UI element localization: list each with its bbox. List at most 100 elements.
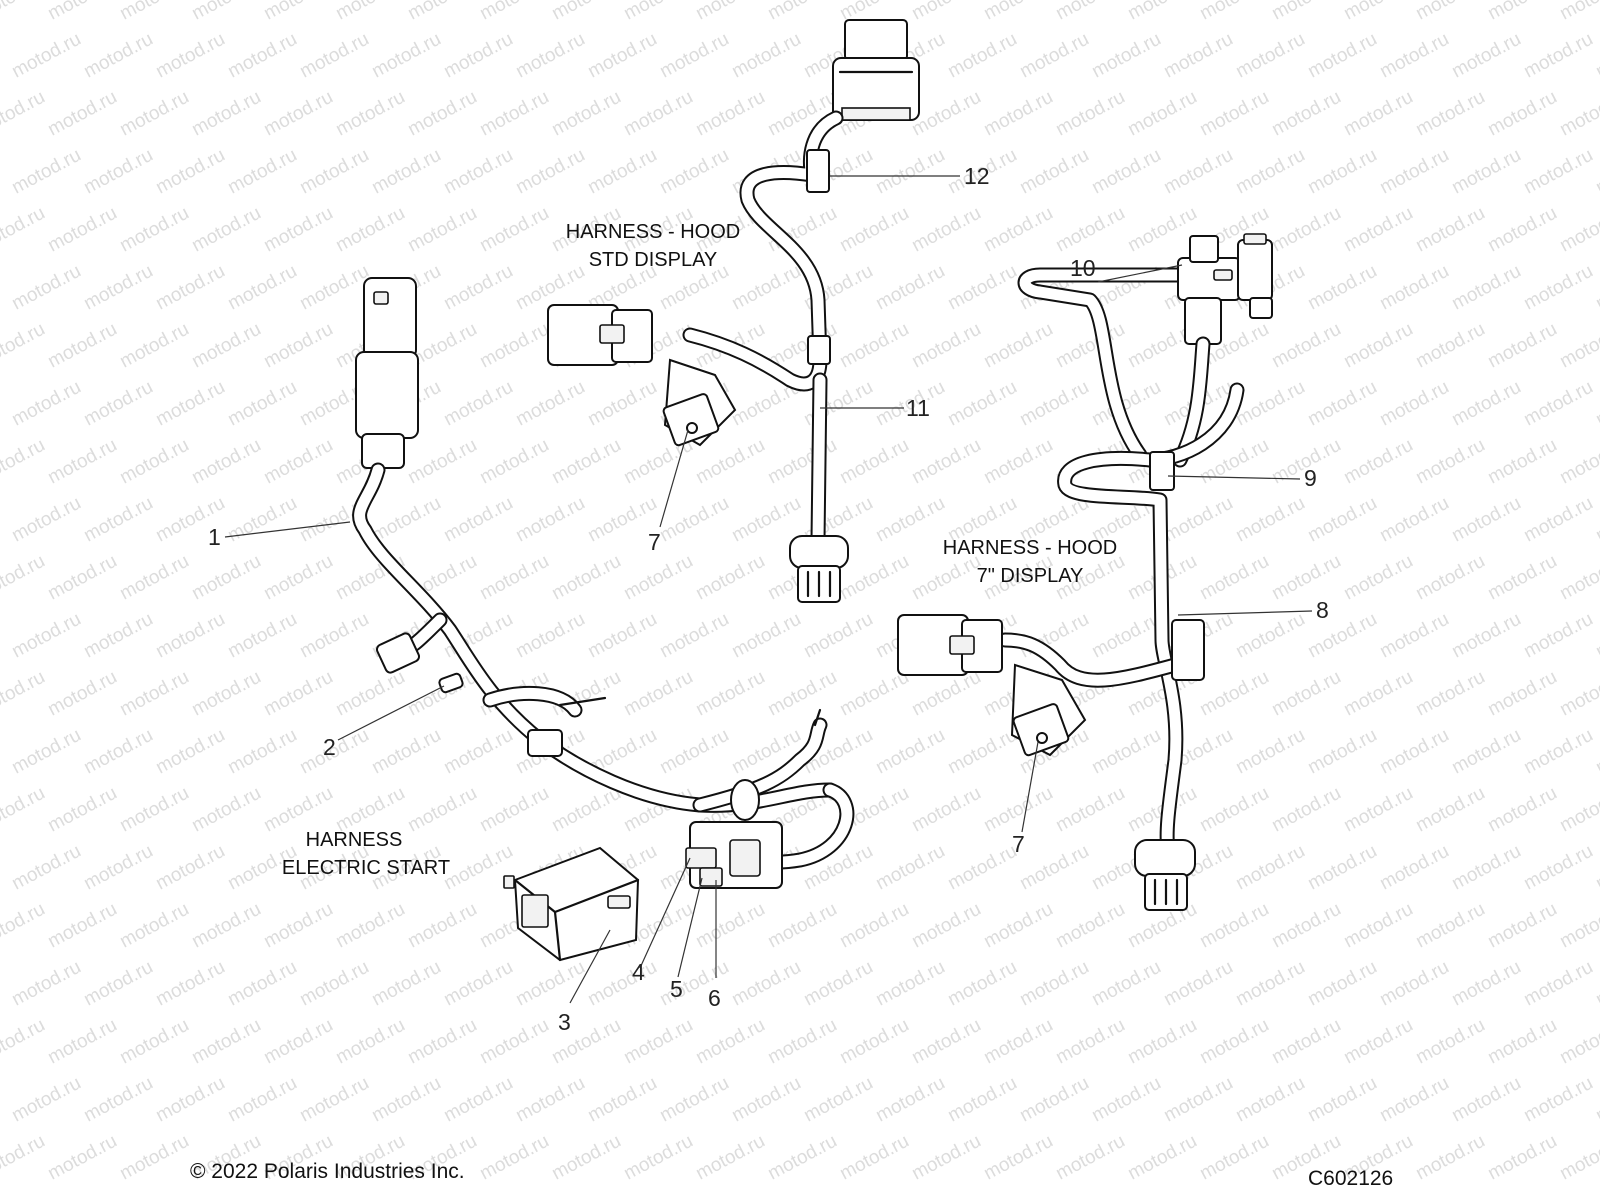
callout-11: 11 [906,395,930,421]
watermark-text: motod.ru [728,29,804,83]
watermark-text: motod.ru [512,377,588,431]
watermark-text: motod.ru [224,377,300,431]
watermark-text: motod.ru [944,725,1020,779]
watermark-text: motod.ru [1304,841,1380,895]
watermark-text: motod.ru [0,1131,49,1185]
callout-3: 3 [558,1009,571,1035]
watermark-text: motod.ru [1160,145,1236,199]
watermark-text: motod.ru [1016,1073,1092,1127]
watermark-text: motod.ru [872,841,948,895]
watermark-text: motod.ru [1484,319,1560,373]
watermark-text: motod.ru [1196,783,1272,837]
watermark-text: motod.ru [0,203,49,257]
watermark-text: motod.ru [296,1073,372,1127]
callout-7-std: 7 [648,529,661,555]
watermark-text: motod.ru [1124,0,1200,24]
relay-block [685,821,783,889]
watermark-text: motod.ru [440,725,516,779]
watermark-text: motod.ru [152,145,228,199]
watermark-text: motod.ru [8,493,84,547]
watermark-text: motod.ru [620,87,696,141]
watermark-text: motod.ru [404,1015,480,1069]
watermark-text: motod.ru [44,899,120,953]
watermark-text: motod.ru [224,261,300,315]
watermark-text: motod.ru [1232,377,1308,431]
7in-bottom-connector [1134,839,1196,911]
watermark-text: motod.ru [548,0,624,24]
watermark-text: motod.ru [1304,957,1380,1011]
watermark-text: motod.ru [836,435,912,489]
watermark-text: motod.ru [152,1073,228,1127]
watermark-text: motod.ru [8,145,84,199]
std-connector-7 [662,358,737,447]
watermark-text: motod.ru [1052,899,1128,953]
watermark-text: motod.ru [1520,957,1596,1011]
watermark-text: motod.ru [1052,203,1128,257]
watermark-text: motod.ru [584,957,660,1011]
watermark-text: motod.ru [836,899,912,953]
watermark-text: motod.ru [764,435,840,489]
watermark-text: motod.ru [548,435,624,489]
watermark-text: motod.ru [1232,725,1308,779]
watermark-text: motod.ru [728,493,804,547]
watermark-text: motod.ru [1556,667,1600,721]
watermark-text: motod.ru [260,435,336,489]
watermark-text: motod.ru [476,203,552,257]
diagram-code: C602126 [1308,1167,1393,1190]
watermark-text: motod.ru [656,957,732,1011]
watermark-text: motod.ru [8,1073,84,1127]
watermark-text: motod.ru [116,203,192,257]
watermark-text: motod.ru [908,1131,984,1185]
harness-hood-std-display [547,19,920,603]
watermark-text: motod.ru [332,0,408,24]
watermark-text: motod.ru [44,783,120,837]
watermark-text: motod.ru [656,145,732,199]
callout-10: 10 [1070,255,1096,281]
watermark-text: motod.ru [1520,377,1596,431]
watermark-text: motod.ru [1556,203,1600,257]
watermark-text: motod.ru [1052,1131,1128,1185]
watermark-text: motod.ru [80,725,156,779]
callout-12: 12 [964,163,990,189]
watermark-text: motod.ru [908,203,984,257]
watermark-text: motod.ru [872,145,948,199]
watermark-text: motod.ru [476,783,552,837]
watermark-text: motod.ru [188,899,264,953]
watermark-text: motod.ru [1448,261,1524,315]
watermark-text: motod.ru [188,203,264,257]
watermark-text: motod.ru [1196,899,1272,953]
watermark-text: motod.ru [1304,493,1380,547]
callout-1: 1 [208,524,221,550]
watermark-text: motod.ru [836,1131,912,1185]
watermark-text: motod.ru [584,1073,660,1127]
watermark-text: motod.ru [44,203,120,257]
watermark-text: motod.ru [188,551,264,605]
watermark-text: motod.ru [1520,261,1596,315]
watermark-text: motod.ru [836,203,912,257]
harness-electric-start [352,277,855,962]
watermark-text: motod.ru [476,1131,552,1185]
watermark-text: motod.ru [980,783,1056,837]
7in-display-connector [897,614,1003,676]
watermark-text: motod.ru [152,29,228,83]
watermark-text: motod.ru [332,667,408,721]
watermark-text: motod.ru [224,1073,300,1127]
watermark-text: motod.ru [728,957,804,1011]
watermark-text: motod.ru [728,261,804,315]
watermark-text: motod.ru [404,667,480,721]
watermark-text: motod.ru [260,0,336,24]
watermark-text: motod.ru [440,493,516,547]
label-hood-std-line2: STD DISPLAY [589,249,718,271]
watermark-text: motod.ru [80,957,156,1011]
watermark-text: motod.ru [152,609,228,663]
watermark-text: motod.ru [1340,319,1416,373]
watermark-text: motod.ru [404,783,480,837]
watermark-text: motod.ru [692,435,768,489]
label-hood-7in-line1: HARNESS - HOOD [943,537,1117,559]
watermark-text: motod.ru [8,957,84,1011]
watermark-text: motod.ru [8,377,84,431]
watermark-text: motod.ru [332,1015,408,1069]
watermark-text: motod.ru [1448,725,1524,779]
callout-5: 5 [670,976,683,1002]
